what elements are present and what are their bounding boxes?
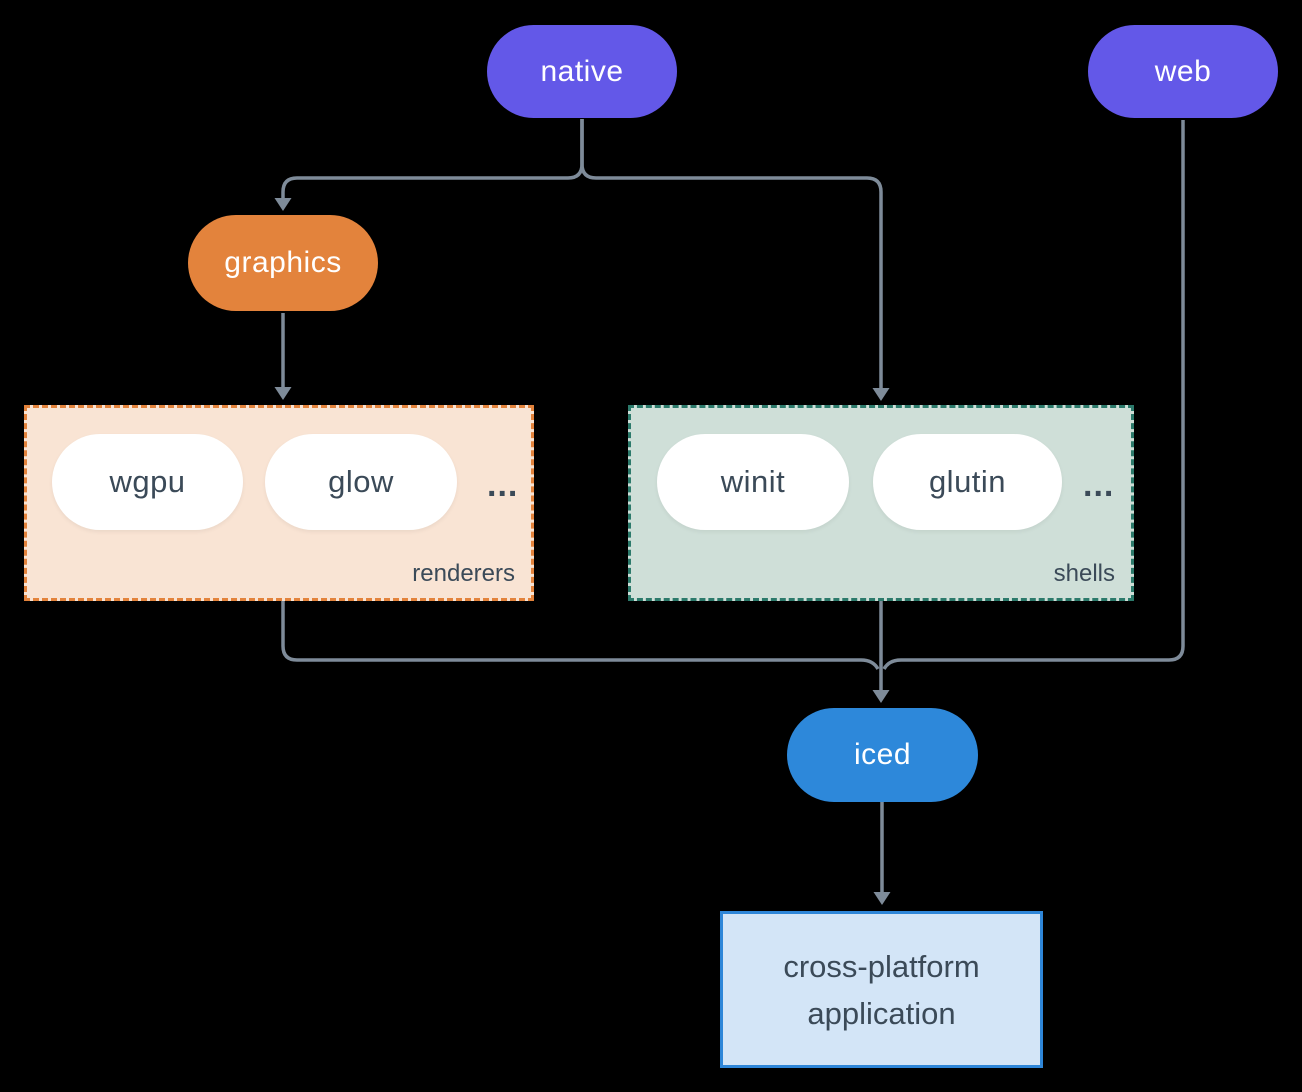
connector-web-to-iced <box>882 120 1185 670</box>
application-label-line1: cross-platform <box>783 948 980 984</box>
connector-native-to-graphics <box>281 119 584 198</box>
arrowhead-iced <box>872 690 890 703</box>
node-glow-label: glow <box>328 464 394 499</box>
arrowhead-shells <box>872 388 890 401</box>
node-glutin-label: glutin <box>928 464 1007 499</box>
node-cross-platform-application: cross-platform application <box>720 911 1043 1068</box>
connector-renderers-to-iced <box>281 601 880 670</box>
node-graphics: graphics <box>188 215 378 311</box>
node-winit-label: winit <box>720 464 786 499</box>
node-wgpu: wgpu <box>52 434 243 530</box>
shells-group-label: shells <box>1053 560 1115 587</box>
renderers-ellipsis: ... <box>487 466 519 504</box>
shells-ellipsis: ... <box>1083 466 1115 504</box>
arrowhead-renderers <box>274 387 292 400</box>
node-wgpu-label: wgpu <box>109 464 186 499</box>
node-glutin: glutin <box>873 434 1062 530</box>
arrowhead-application <box>873 892 891 905</box>
node-iced-label: iced <box>853 738 912 771</box>
node-web: web <box>1088 25 1278 118</box>
arrowhead-graphics <box>274 198 292 211</box>
group-renderers: wgpu glow ... renderers <box>24 405 534 601</box>
node-web-label: web <box>1154 54 1212 88</box>
node-graphics-label: graphics <box>224 246 342 279</box>
node-native-label: native <box>540 54 624 88</box>
application-label-line2: application <box>807 995 956 1031</box>
connector-native-to-shells <box>580 119 883 388</box>
node-iced: iced <box>787 708 978 802</box>
group-shells: winit glutin ... shells <box>628 405 1134 601</box>
node-winit: winit <box>657 434 849 530</box>
renderers-group-label: renderers <box>412 560 515 587</box>
node-glow: glow <box>265 434 457 530</box>
node-native: native <box>487 25 677 118</box>
